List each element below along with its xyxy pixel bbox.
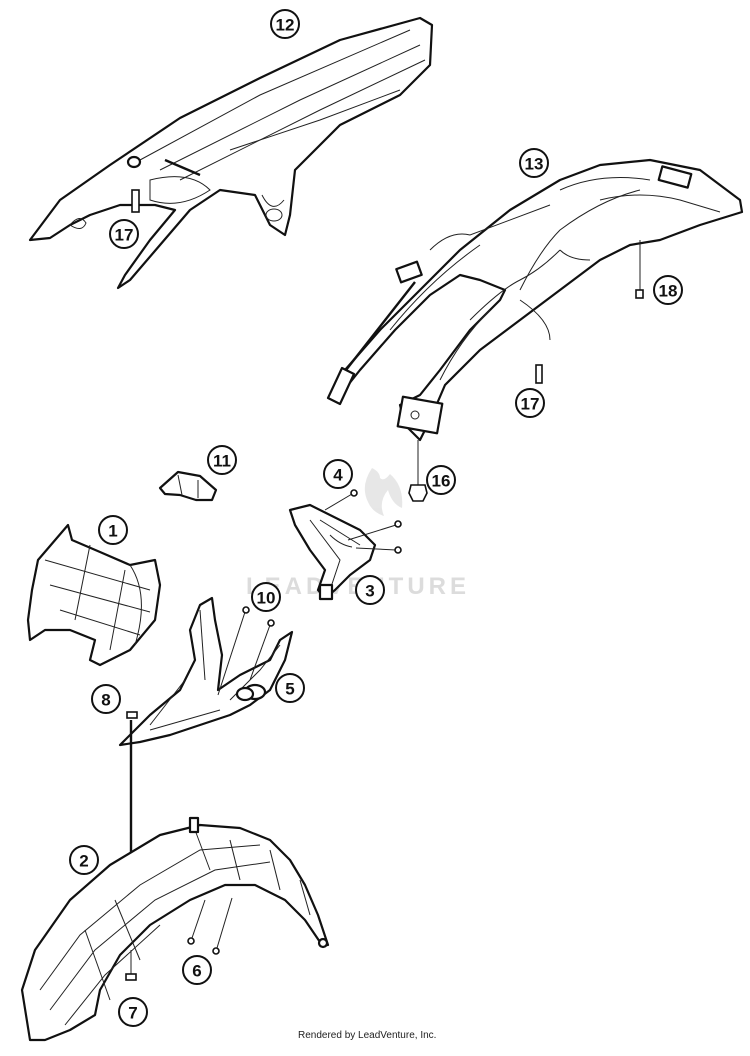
svg-text:12: 12 bbox=[276, 16, 295, 35]
svg-text:18: 18 bbox=[659, 282, 678, 301]
callout-3: 3 bbox=[355, 575, 385, 605]
svg-text:8: 8 bbox=[101, 691, 110, 710]
callout-6: 6 bbox=[182, 955, 212, 985]
bolt-8 bbox=[126, 711, 138, 719]
part-10-side-cover bbox=[118, 596, 294, 747]
bolt-16 bbox=[408, 484, 428, 502]
callout-4: 4 bbox=[323, 459, 353, 489]
svg-text:7: 7 bbox=[128, 1004, 137, 1023]
footer-credit: Rendered by LeadVenture, Inc. bbox=[298, 1030, 437, 1041]
svg-text:16: 16 bbox=[432, 472, 451, 491]
callout-7: 7 bbox=[118, 997, 148, 1027]
callout-8: 8 bbox=[91, 684, 121, 714]
svg-text:2: 2 bbox=[79, 852, 88, 871]
svg-text:17: 17 bbox=[521, 395, 540, 414]
callout-12: 12 bbox=[270, 9, 300, 39]
part-7-washer bbox=[125, 950, 137, 981]
bolt-17-lower bbox=[535, 364, 543, 384]
callout-5: 5 bbox=[275, 673, 305, 703]
bolt-17-upper bbox=[131, 189, 140, 213]
callout-1: 1 bbox=[98, 515, 128, 545]
callout-10: 10 bbox=[251, 582, 281, 612]
callout-18: 18 bbox=[653, 275, 683, 305]
part-6-screws bbox=[187, 897, 233, 955]
callout-2: 2 bbox=[69, 845, 99, 875]
part-2-front-fender bbox=[20, 816, 330, 1042]
svg-text:4: 4 bbox=[333, 466, 343, 485]
callout-13: 13 bbox=[519, 148, 549, 178]
svg-text:5: 5 bbox=[285, 680, 294, 699]
part-3-headlight-bracket bbox=[288, 503, 377, 601]
part-12-seat-cover bbox=[28, 16, 434, 290]
svg-text:11: 11 bbox=[213, 452, 231, 471]
watermark: LEADVENTURE bbox=[246, 468, 466, 600]
bolt-18 bbox=[635, 289, 644, 299]
part-1-headlight-mask bbox=[26, 523, 162, 667]
svg-text:6: 6 bbox=[192, 962, 201, 981]
part-11-bracket bbox=[158, 470, 218, 502]
callout-17: 17 bbox=[109, 219, 139, 249]
callout-11: 11 bbox=[207, 445, 237, 475]
part-4-bolts bbox=[324, 489, 402, 554]
callout-16: 16 bbox=[426, 465, 456, 495]
svg-text:1: 1 bbox=[108, 522, 117, 541]
callout-17-lower: 17 bbox=[515, 388, 545, 418]
svg-text:3: 3 bbox=[365, 582, 374, 601]
svg-text:10: 10 bbox=[257, 589, 276, 608]
svg-text:13: 13 bbox=[525, 155, 544, 174]
svg-text:17: 17 bbox=[115, 226, 134, 245]
part-13-rear-fender bbox=[326, 158, 744, 442]
part-5-bushing bbox=[235, 683, 267, 702]
